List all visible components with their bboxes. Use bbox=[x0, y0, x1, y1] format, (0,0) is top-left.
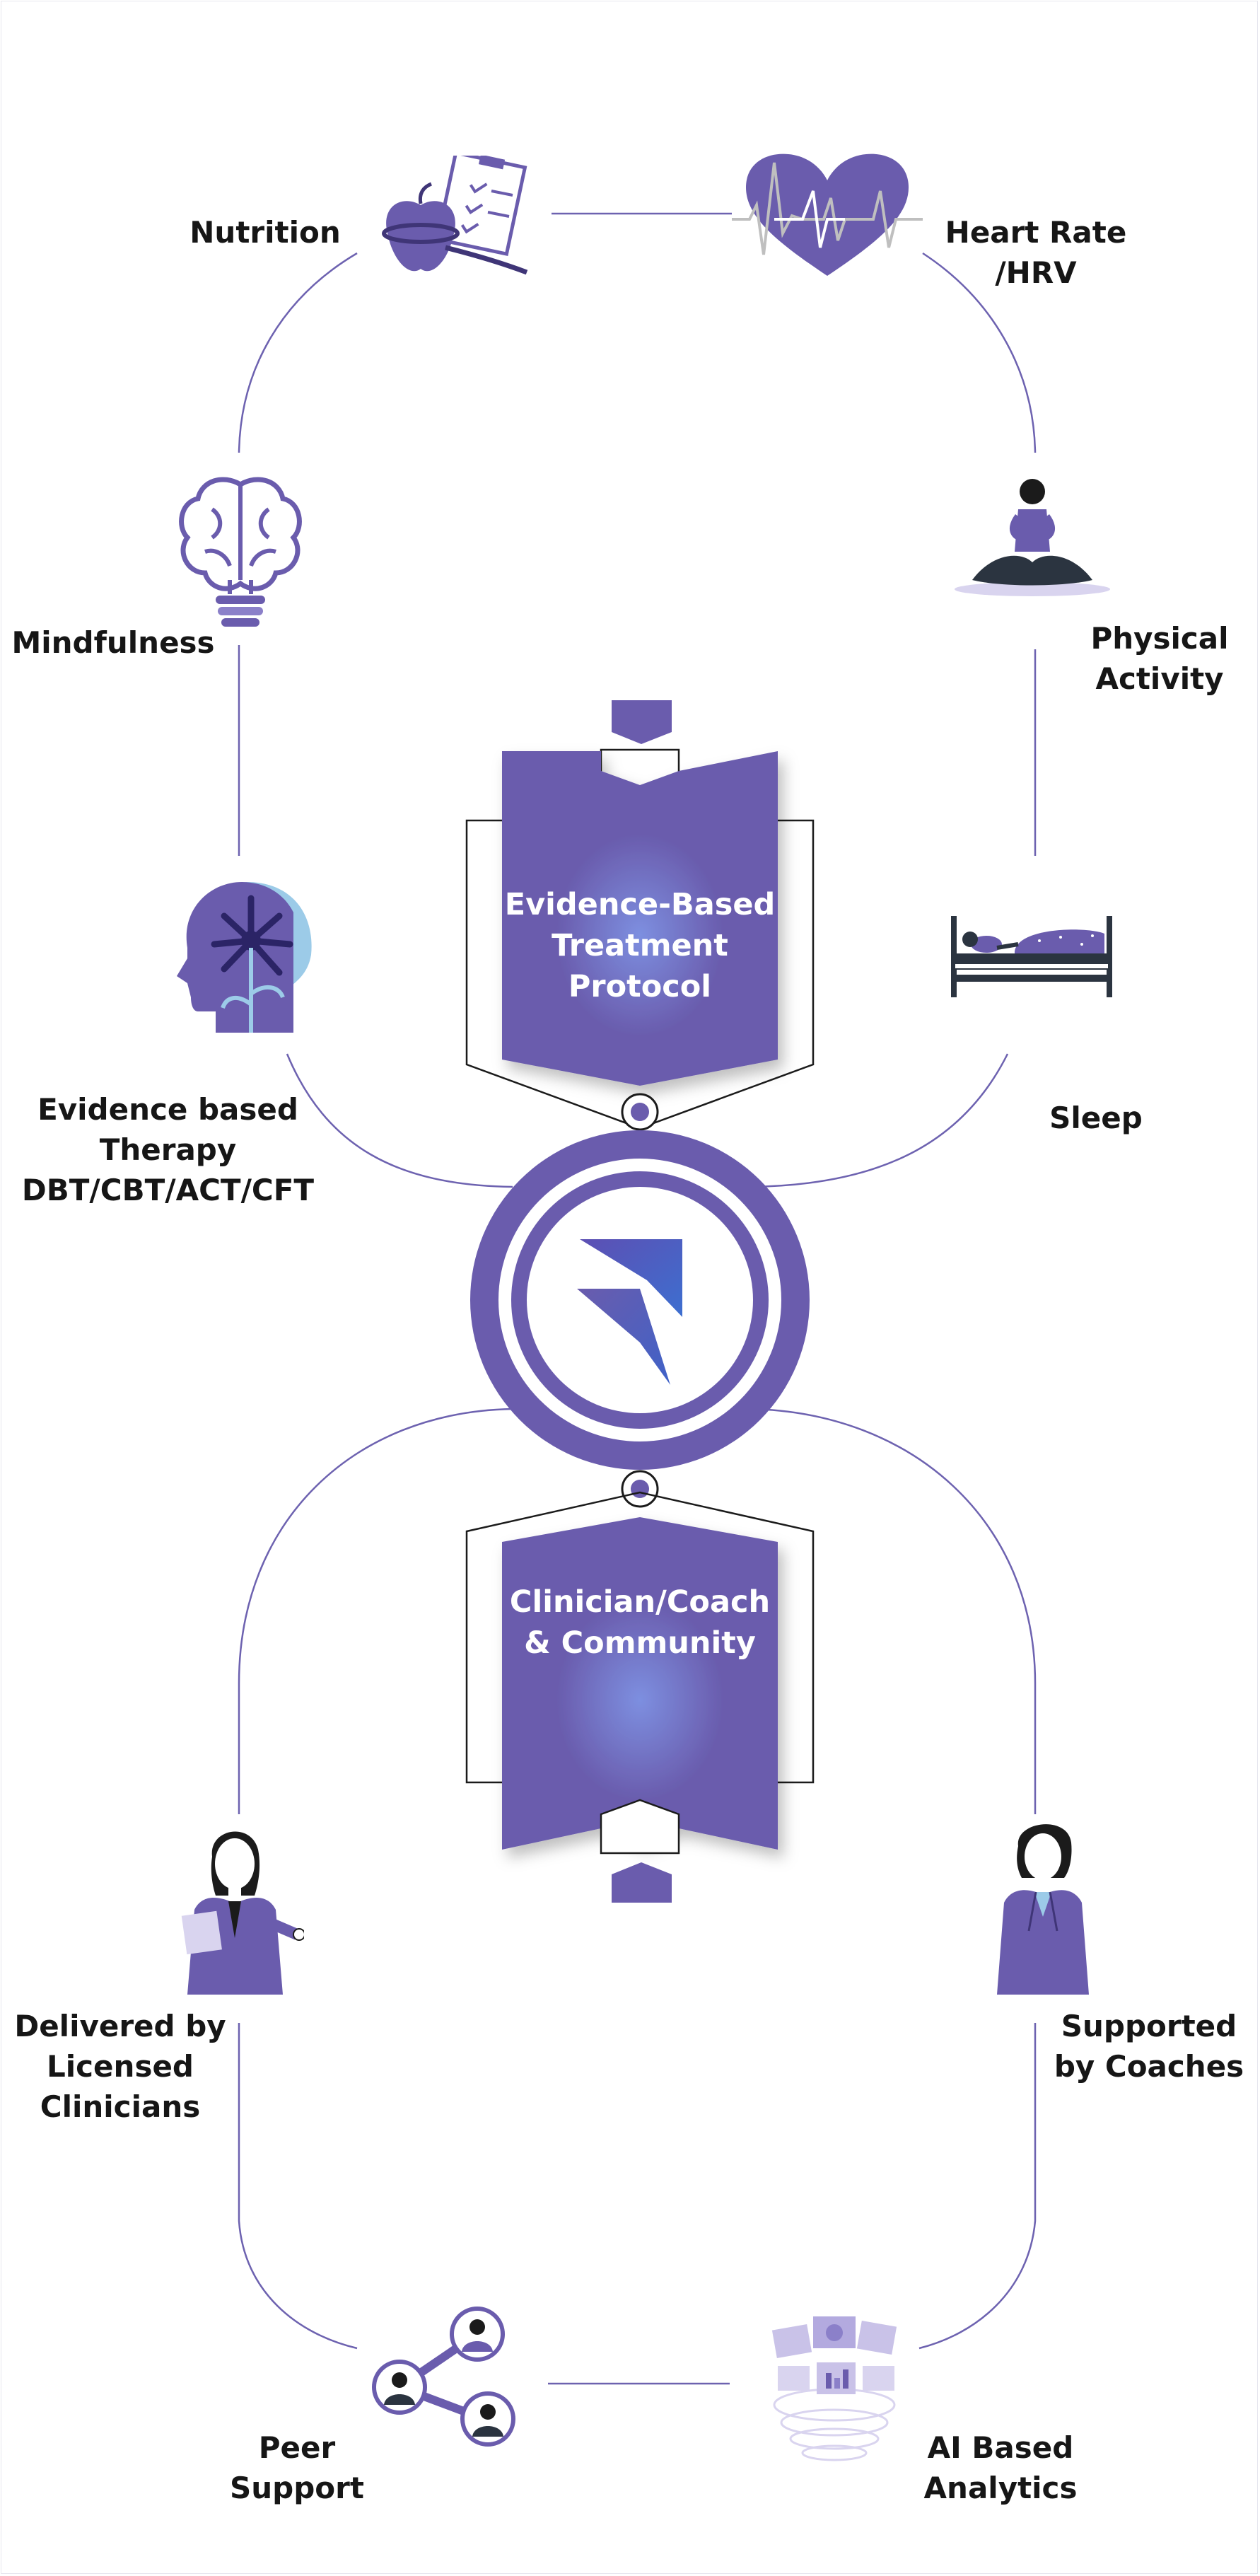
label-heart-rate: Heart Rate /HRV bbox=[945, 215, 1127, 290]
banner-top bbox=[465, 700, 815, 1131]
label-clinicians: Delivered by Licensed Clinicians bbox=[14, 2009, 226, 2124]
heart-pulse-icon bbox=[732, 153, 923, 276]
clinician-woman-icon bbox=[181, 1831, 304, 1995]
bed-icon bbox=[951, 916, 1112, 997]
label-sleep: Sleep bbox=[1049, 1101, 1143, 1135]
apple-clipboard-icon bbox=[382, 156, 528, 275]
label-therapy: Evidence based Therapy DBT/CBT/ACT/CFT bbox=[21, 1092, 315, 1207]
yoga-person-icon bbox=[955, 479, 1110, 596]
label-mindfulness: Mindfulness bbox=[11, 625, 215, 660]
ai-analytics-icon bbox=[771, 2316, 897, 2461]
bottom-loop-lines bbox=[238, 1408, 1037, 2385]
label-peer-support: Peer Support bbox=[230, 2430, 364, 2505]
head-flower-icon bbox=[177, 881, 312, 1033]
banner-top-title: Evidence-Based Treatment Protocol bbox=[504, 887, 776, 1004]
label-nutrition: Nutrition bbox=[189, 215, 341, 250]
peer-network-icon bbox=[372, 2307, 515, 2447]
top-loop-lines bbox=[238, 212, 1037, 1188]
brain-bulb-icon bbox=[179, 477, 302, 627]
label-ai-analytics: AI Based Analytics bbox=[923, 2430, 1078, 2505]
banner-bottom-title: Clinician/Coach & Community bbox=[509, 1584, 771, 1661]
label-coaches: Supported by Coaches bbox=[1054, 2009, 1244, 2084]
banner-bottom bbox=[465, 1470, 815, 1903]
label-physical-activity: Physical Activity bbox=[1090, 621, 1229, 696]
coach-woman-icon bbox=[997, 1824, 1089, 1995]
brand-logo-icon bbox=[470, 1130, 810, 1470]
